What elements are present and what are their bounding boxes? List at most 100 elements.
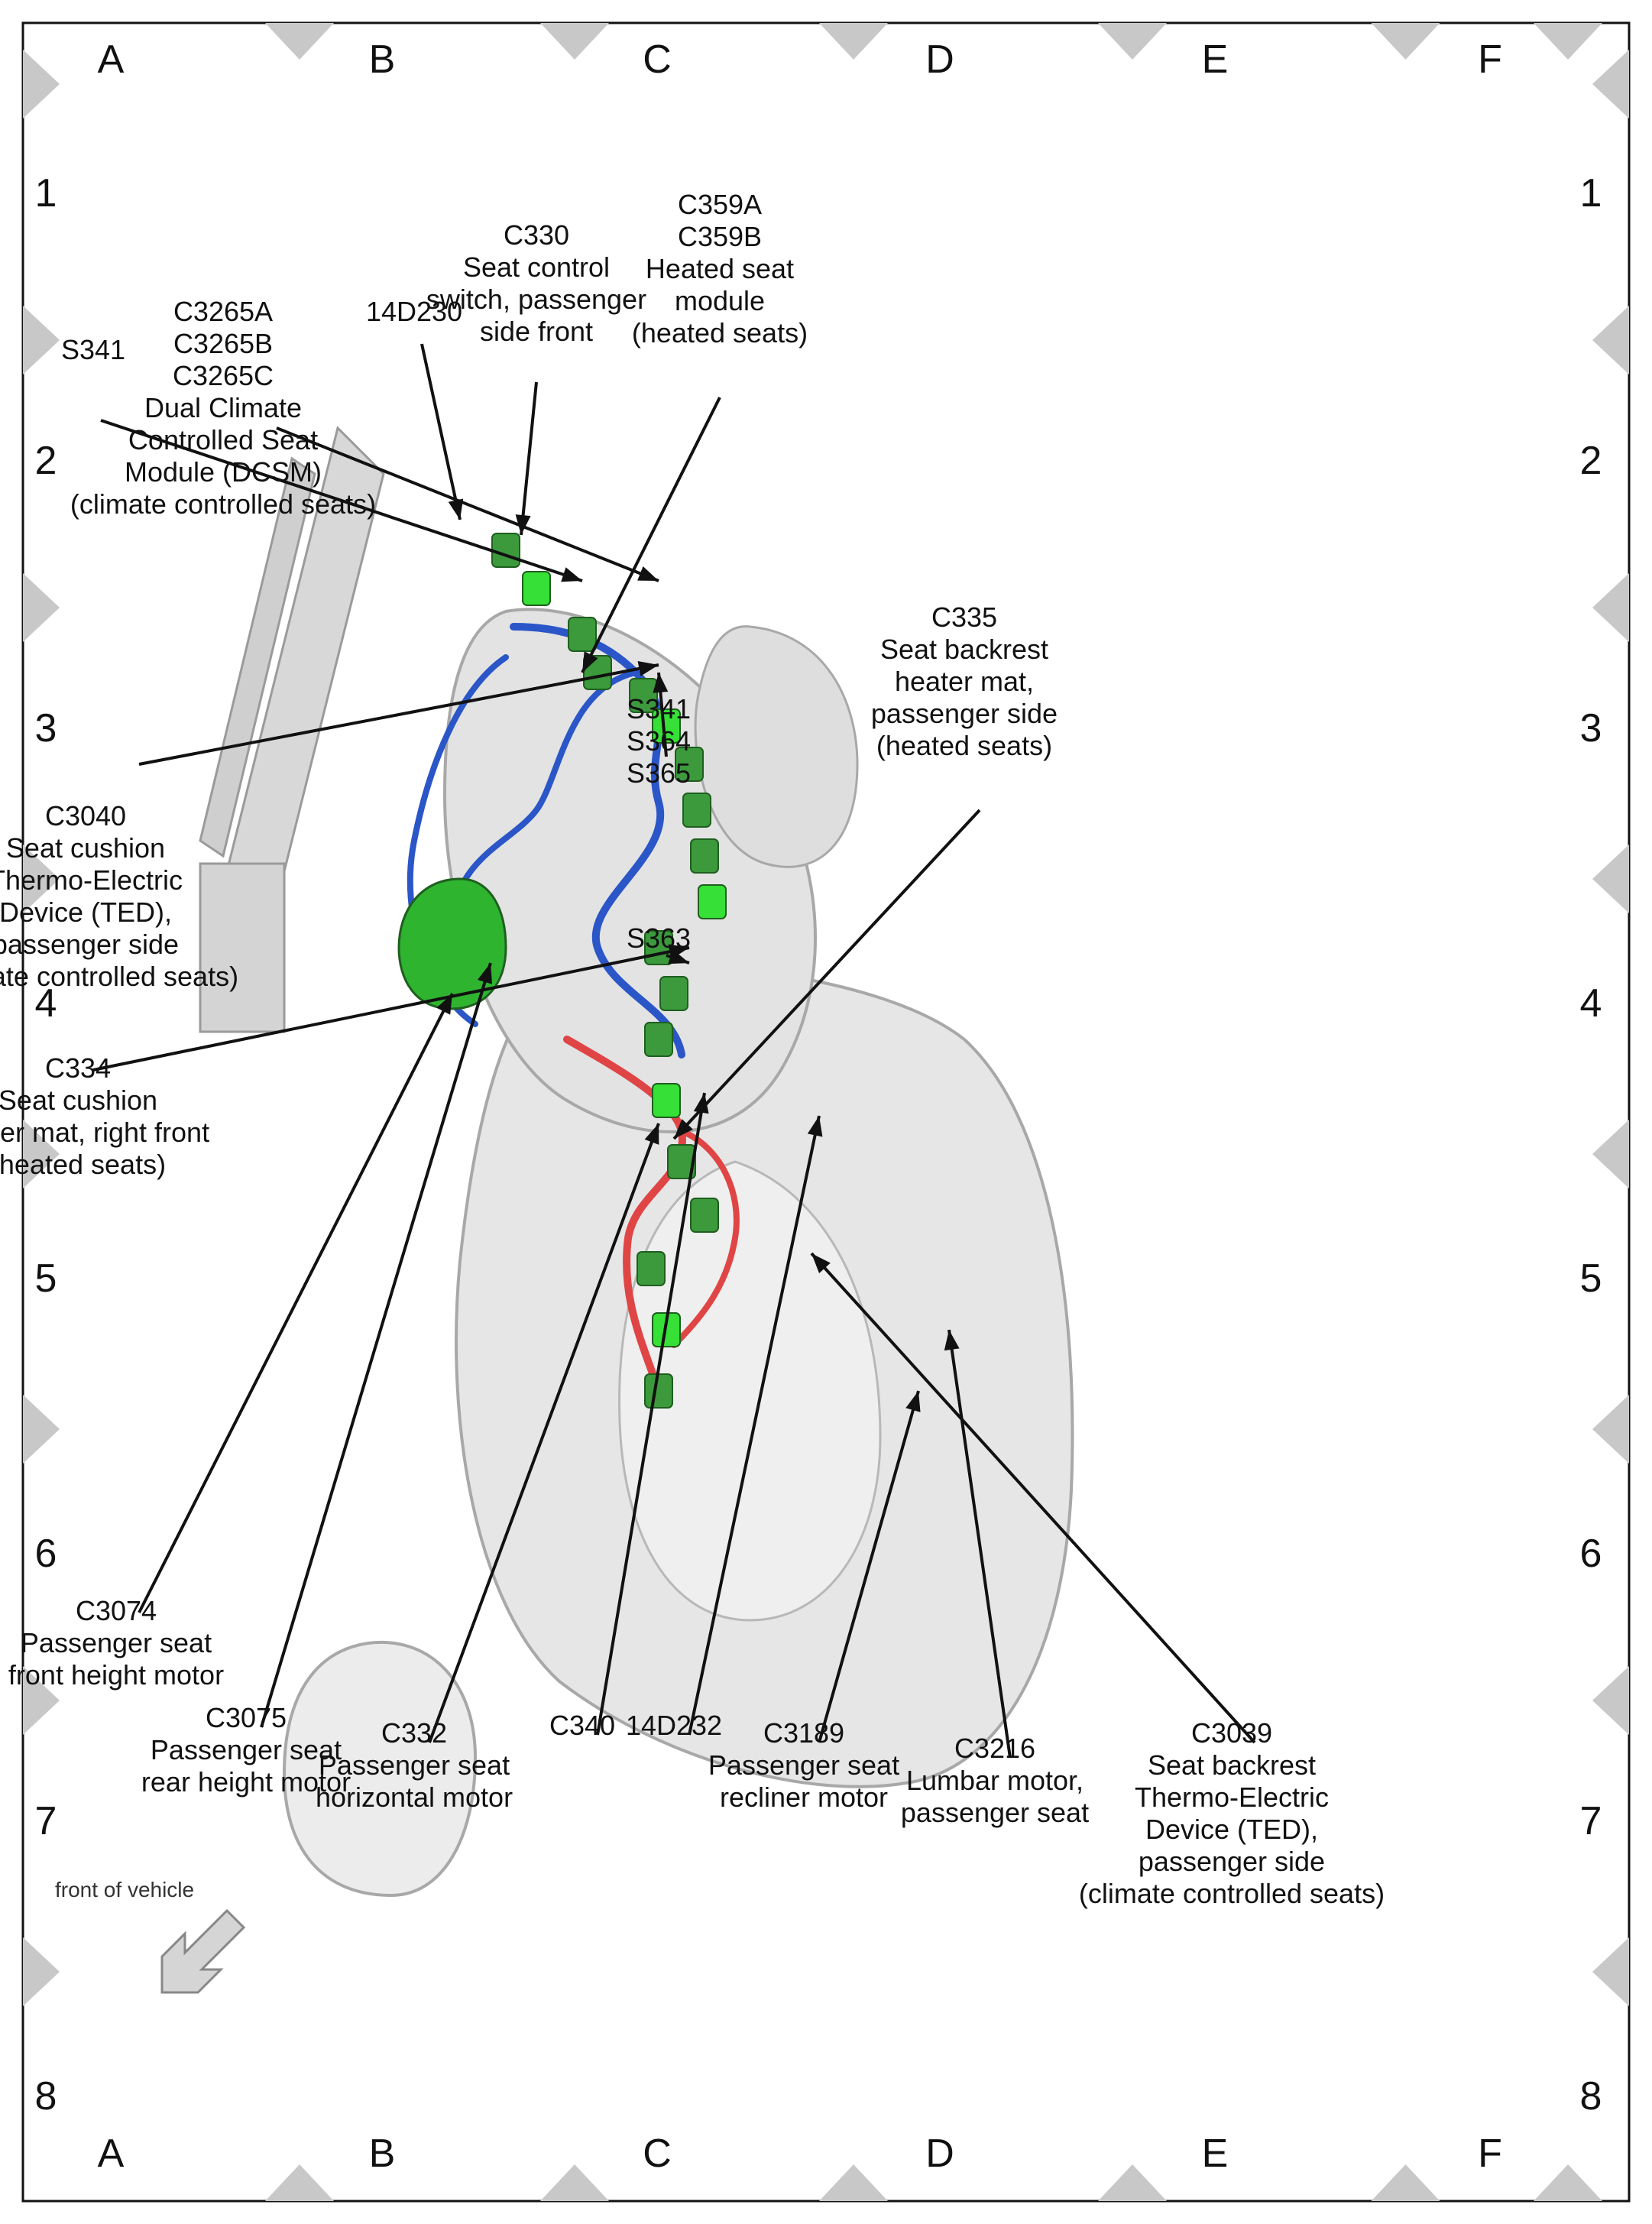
callout-line: C340 bbox=[549, 1710, 615, 1741]
callout-line: S363 bbox=[627, 922, 691, 954]
grid-row-label: A bbox=[98, 2132, 125, 2176]
seat-bracket bbox=[199, 862, 286, 1033]
grid-marker-right bbox=[819, 2164, 888, 2201]
callout-line: C3265A bbox=[173, 296, 273, 327]
leader-arrowhead bbox=[653, 673, 669, 693]
connector-icon bbox=[698, 884, 727, 919]
grid-column-label: 7 bbox=[35, 1799, 57, 1843]
callout-line: rear height motor bbox=[141, 1766, 351, 1798]
callout-line: passenger seat bbox=[901, 1797, 1089, 1828]
callout-line: recliner motor bbox=[720, 1781, 888, 1813]
callout-text: C340 bbox=[549, 1710, 615, 1741]
leader-line bbox=[260, 962, 492, 1728]
connector-icon bbox=[644, 1373, 673, 1409]
leader-line bbox=[420, 343, 462, 520]
connector-icon bbox=[659, 976, 688, 1011]
leader-arrowhead bbox=[477, 963, 493, 984]
grid-marker-top bbox=[1592, 306, 1629, 374]
grid-marker-top bbox=[1592, 1666, 1629, 1735]
callout-line: C332 bbox=[381, 1717, 447, 1749]
callout-text: S341 bbox=[61, 334, 125, 365]
harness-red-branch bbox=[671, 1128, 740, 1348]
grid-column-label: 1 bbox=[35, 171, 57, 216]
grid-row-label: A bbox=[98, 37, 125, 82]
grid-marker-left bbox=[265, 23, 334, 60]
callout-d232: 14D232 bbox=[626, 1710, 722, 1741]
harness-red-main bbox=[563, 1036, 686, 1395]
callout-line: Seat backrest bbox=[1148, 1749, 1316, 1781]
connectors bbox=[397, 533, 727, 1409]
callout-line: Thermo-Electric bbox=[0, 864, 183, 896]
callout-line: Seat cushion bbox=[0, 1084, 157, 1116]
grid-marker-bottom bbox=[23, 1395, 60, 1464]
callout-line: (heated seats) bbox=[0, 1149, 166, 1180]
grid-marker-left bbox=[540, 23, 609, 60]
callout-text: 14D232 bbox=[626, 1710, 722, 1741]
callout-line: S365 bbox=[627, 757, 691, 789]
connector-icon bbox=[644, 1022, 673, 1057]
leader-line bbox=[138, 663, 659, 766]
callout-d230: 14D230 bbox=[366, 296, 462, 327]
leader-line bbox=[92, 946, 690, 1071]
leader-arrowhead bbox=[448, 498, 464, 520]
leader-arrowhead bbox=[944, 1330, 960, 1351]
callout-line: C3039 bbox=[1191, 1717, 1272, 1749]
leader-line bbox=[100, 419, 583, 582]
grid-marker-bottom bbox=[23, 1120, 60, 1188]
callout-line: (climate controlled seats) bbox=[70, 488, 376, 520]
leader-arrowhead bbox=[674, 1119, 694, 1139]
grid-marker-top bbox=[1592, 50, 1629, 118]
callout-line: (heated seats) bbox=[632, 317, 808, 349]
callout-line: Passenger seat bbox=[319, 1749, 510, 1781]
callout-line: Passenger seat bbox=[708, 1749, 899, 1781]
leader-line bbox=[596, 1092, 706, 1736]
leader-arrowhead bbox=[668, 944, 689, 960]
grid-column-label: 8 bbox=[35, 2074, 57, 2119]
grid-row-label: E bbox=[1202, 37, 1229, 82]
callout-line: C334 bbox=[45, 1052, 111, 1084]
grid-row-label: C bbox=[643, 2132, 672, 2176]
seat-backrest-panel bbox=[618, 1160, 882, 1622]
callout-line: Device (TED), bbox=[0, 896, 172, 928]
grid-marker-top bbox=[1592, 1937, 1629, 2006]
leader-lines bbox=[92, 343, 1256, 1759]
callout-line: S341 bbox=[61, 334, 125, 365]
grid-marker-bottom bbox=[23, 50, 60, 118]
harness-blue-main bbox=[510, 623, 685, 1059]
harness-blue-branch bbox=[449, 669, 639, 920]
grid-marker-right bbox=[1371, 2164, 1440, 2201]
leader-line bbox=[818, 1390, 920, 1743]
leader-arrowhead bbox=[693, 1093, 709, 1114]
connector-icon bbox=[690, 838, 719, 874]
leader-line bbox=[947, 1329, 1012, 1759]
grid-marker-right bbox=[265, 2164, 334, 2201]
callout-line: C3265C bbox=[173, 360, 274, 391]
leader-arrowhead bbox=[515, 514, 531, 535]
front-of-vehicle-label: front of vehicle bbox=[55, 1878, 194, 1901]
connector-icon bbox=[637, 1251, 666, 1286]
grid-column-label: 5 bbox=[35, 1256, 57, 1301]
grid-column-label: 3 bbox=[35, 706, 57, 751]
grid-column-label: 5 bbox=[1580, 1256, 1602, 1301]
grid-column-label: 2 bbox=[35, 439, 57, 483]
grid-column-label: 8 bbox=[1580, 2074, 1602, 2119]
callout-line: Passenger seat bbox=[21, 1627, 212, 1658]
callout-line: passenger side bbox=[871, 698, 1058, 729]
callout-line: side front bbox=[480, 316, 593, 347]
callout-line: Heated seat bbox=[646, 253, 794, 284]
